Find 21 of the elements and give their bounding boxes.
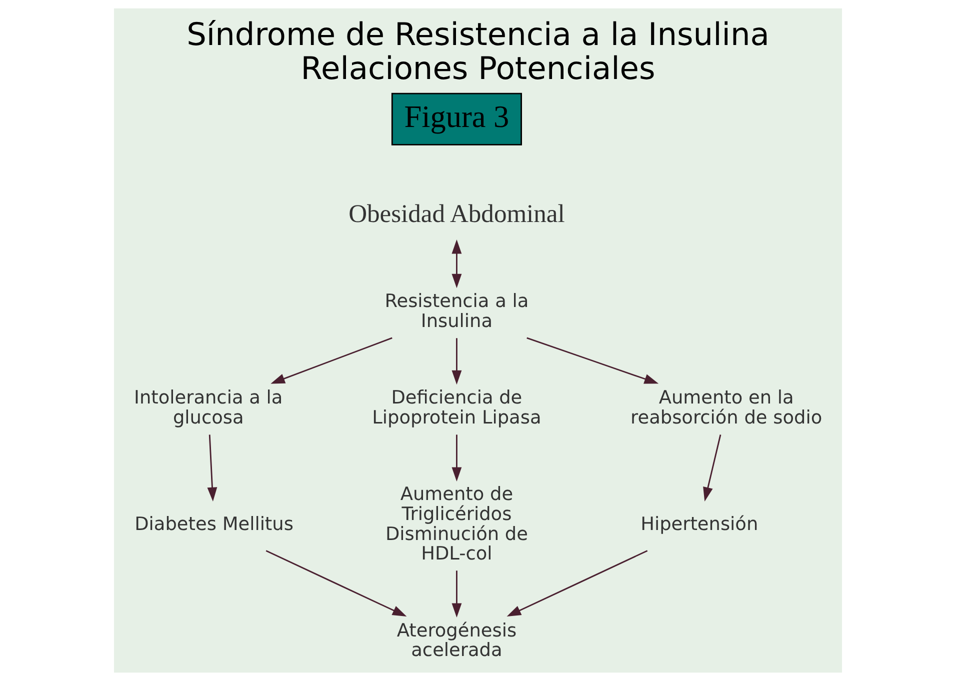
node-text: Hipertensión bbox=[640, 514, 758, 535]
arrow bbox=[506, 550, 648, 617]
arrow bbox=[452, 434, 462, 482]
arrow bbox=[452, 240, 462, 288]
arrow bbox=[452, 570, 462, 618]
node-text: Aumento en la reabsorción de sodio bbox=[630, 388, 822, 428]
arrow bbox=[703, 434, 722, 502]
arrow bbox=[207, 434, 218, 502]
node-text: Aterogénesis acelerada bbox=[396, 620, 517, 662]
node-text: Aumento de Triglicéridos Disminución de HDL-col bbox=[385, 484, 528, 565]
diagram-title: Síndrome de Resistencia a la Insulina Relaciones Potenciales bbox=[186, 16, 770, 87]
arrow bbox=[270, 337, 392, 384]
node-text: Diabetes Mellitus bbox=[134, 514, 294, 535]
node-text: Resistencia a la Insulina bbox=[384, 291, 529, 332]
node-text: Intolerancia a la glucosa bbox=[134, 388, 283, 428]
arrow bbox=[526, 337, 659, 384]
label: Figura 3 bbox=[404, 99, 510, 134]
node-text: Obesidad Abdominal bbox=[348, 198, 565, 228]
arrow bbox=[266, 550, 407, 617]
arrow bbox=[452, 338, 462, 385]
node-text: Deficiencia de Lipoprotein Lipasa bbox=[372, 388, 542, 428]
